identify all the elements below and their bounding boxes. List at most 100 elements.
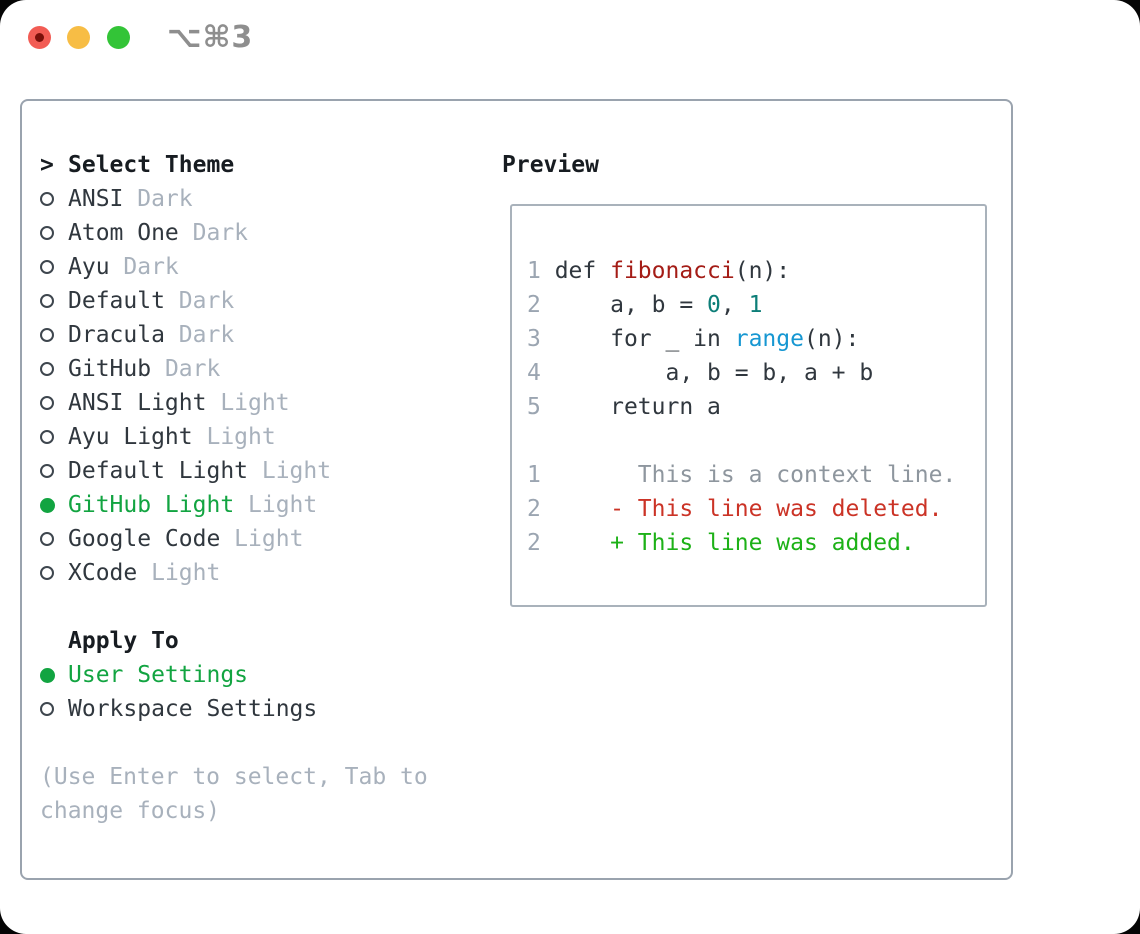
radio-unselected-icon[interactable] — [40, 532, 68, 546]
code-line: 3 for _ in range(n): — [527, 322, 956, 356]
apply-to-label: Apply To — [68, 628, 179, 654]
theme-option-ansi[interactable]: ANSI Dark — [40, 182, 428, 216]
code-token: (n): — [734, 258, 791, 284]
theme-variant-tag: Dark — [123, 186, 193, 212]
theme-option-xcode[interactable]: XCode Light — [40, 556, 428, 590]
theme-option-default[interactable]: Default Dark — [40, 284, 428, 318]
zoom-button[interactable] — [107, 26, 130, 49]
theme-option-github-light[interactable]: GitHub Light Light — [40, 488, 428, 522]
radio-unselected-icon[interactable] — [40, 464, 68, 478]
radio-unselected-icon[interactable] — [40, 362, 68, 376]
option-label: ANSI — [68, 186, 124, 212]
line-number: 1 — [527, 462, 555, 488]
radio-unselected-icon[interactable] — [40, 226, 68, 240]
code-token: a, b = b, a + b — [554, 360, 874, 386]
radio-circle — [40, 566, 54, 580]
theme-variant-tag: Light — [234, 492, 318, 518]
radio-circle — [40, 192, 54, 206]
option-label: Workspace Settings — [68, 696, 318, 722]
radio-circle — [40, 226, 54, 240]
theme-variant-tag: Light — [192, 424, 276, 450]
spacer-row — [40, 726, 428, 760]
preview-header: Preview — [502, 148, 599, 182]
theme-variant-tag: Dark — [178, 220, 249, 246]
close-dot-icon — [35, 33, 44, 42]
radio-unselected-icon[interactable] — [40, 294, 68, 308]
option-label: GitHub Light — [68, 492, 235, 518]
radio-unselected-icon[interactable] — [40, 328, 68, 342]
apply-to-header: Apply To — [40, 624, 428, 658]
radio-circle — [40, 396, 54, 410]
radio-unselected-icon[interactable] — [40, 702, 68, 716]
code-line: 2 a, b = 0, 1 — [527, 288, 956, 322]
radio-circle — [40, 667, 55, 683]
code-token: (n): — [803, 326, 860, 352]
option-label: Default Light — [68, 458, 249, 484]
select-theme-label: Select Theme — [68, 152, 235, 178]
radio-circle — [40, 532, 54, 546]
radio-circle — [40, 328, 54, 342]
code-line: 1 def fibonacci(n): — [527, 254, 956, 288]
code-line: 1 This is a context line. — [527, 458, 956, 492]
option-label: Dracula — [68, 322, 165, 348]
option-label: Default — [68, 288, 165, 314]
radio-unselected-icon[interactable] — [40, 566, 68, 580]
line-number: 1 — [527, 258, 555, 284]
theme-variant-tag: Dark — [109, 254, 179, 280]
theme-variant-tag: Light — [220, 526, 304, 552]
theme-option-ayu[interactable]: Ayu Dark — [40, 250, 428, 284]
line-number: 2 — [527, 496, 555, 522]
theme-option-google-code[interactable]: Google Code Light — [40, 522, 428, 556]
option-label: User Settings — [68, 662, 249, 688]
code-token: - This line was deleted. — [554, 496, 943, 522]
theme-option-dracula[interactable]: Dracula Dark — [40, 318, 428, 352]
code-token: a, b = — [554, 292, 708, 318]
code-token: 1 — [748, 292, 763, 318]
radio-unselected-icon[interactable] — [40, 192, 68, 206]
window-title: ⌥⌘3 — [167, 20, 254, 55]
close-button[interactable] — [28, 26, 51, 49]
code-token: + This line was added. — [554, 530, 915, 556]
option-label: Ayu Light — [68, 424, 193, 450]
focus-caret-icon: > — [40, 152, 54, 178]
line-number: 2 — [527, 530, 555, 556]
code-token: range — [734, 326, 804, 352]
code-token: 0 — [707, 292, 721, 318]
radio-unselected-icon[interactable] — [40, 396, 68, 410]
theme-variant-tag: Light — [137, 560, 221, 586]
theme-variant-tag: Dark — [151, 356, 221, 382]
option-label: Ayu — [68, 254, 110, 280]
apply-option-workspace-settings[interactable]: Workspace Settings — [40, 692, 428, 726]
line-number: 3 — [527, 326, 555, 352]
apply-option-user-settings[interactable]: User Settings — [40, 658, 428, 692]
code-line: 4 a, b = b, a + b — [527, 356, 956, 390]
theme-option-ansi-light[interactable]: ANSI Light Light — [40, 386, 428, 420]
theme-option-default-light[interactable]: Default Light Light — [40, 454, 428, 488]
radio-unselected-icon[interactable] — [40, 430, 68, 444]
titlebar: ⌥⌘3 — [0, 0, 1140, 75]
radio-circle — [40, 362, 54, 376]
radio-circle — [40, 464, 54, 478]
theme-variant-tag: Light — [248, 458, 332, 484]
option-label: GitHub — [68, 356, 152, 382]
select-theme-header: > Select Theme — [40, 148, 428, 182]
minimize-button[interactable] — [67, 26, 90, 49]
theme-option-atom-one[interactable]: Atom One Dark — [40, 216, 428, 250]
option-label: Google Code — [68, 526, 221, 552]
line-number: 2 — [527, 292, 555, 318]
radio-selected-icon[interactable] — [40, 667, 68, 683]
theme-option-github[interactable]: GitHub Dark — [40, 352, 428, 386]
option-label: XCode — [68, 560, 138, 586]
radio-circle — [40, 294, 54, 308]
radio-unselected-icon[interactable] — [40, 260, 68, 274]
radio-selected-icon[interactable] — [40, 497, 68, 513]
line-number: 4 — [527, 360, 555, 386]
theme-variant-tag: Light — [206, 390, 290, 416]
help-hint-text: change focus) — [40, 798, 221, 824]
radio-circle — [40, 702, 54, 716]
option-label: Atom One — [68, 220, 179, 246]
theme-option-ayu-light[interactable]: Ayu Light Light — [40, 420, 428, 454]
